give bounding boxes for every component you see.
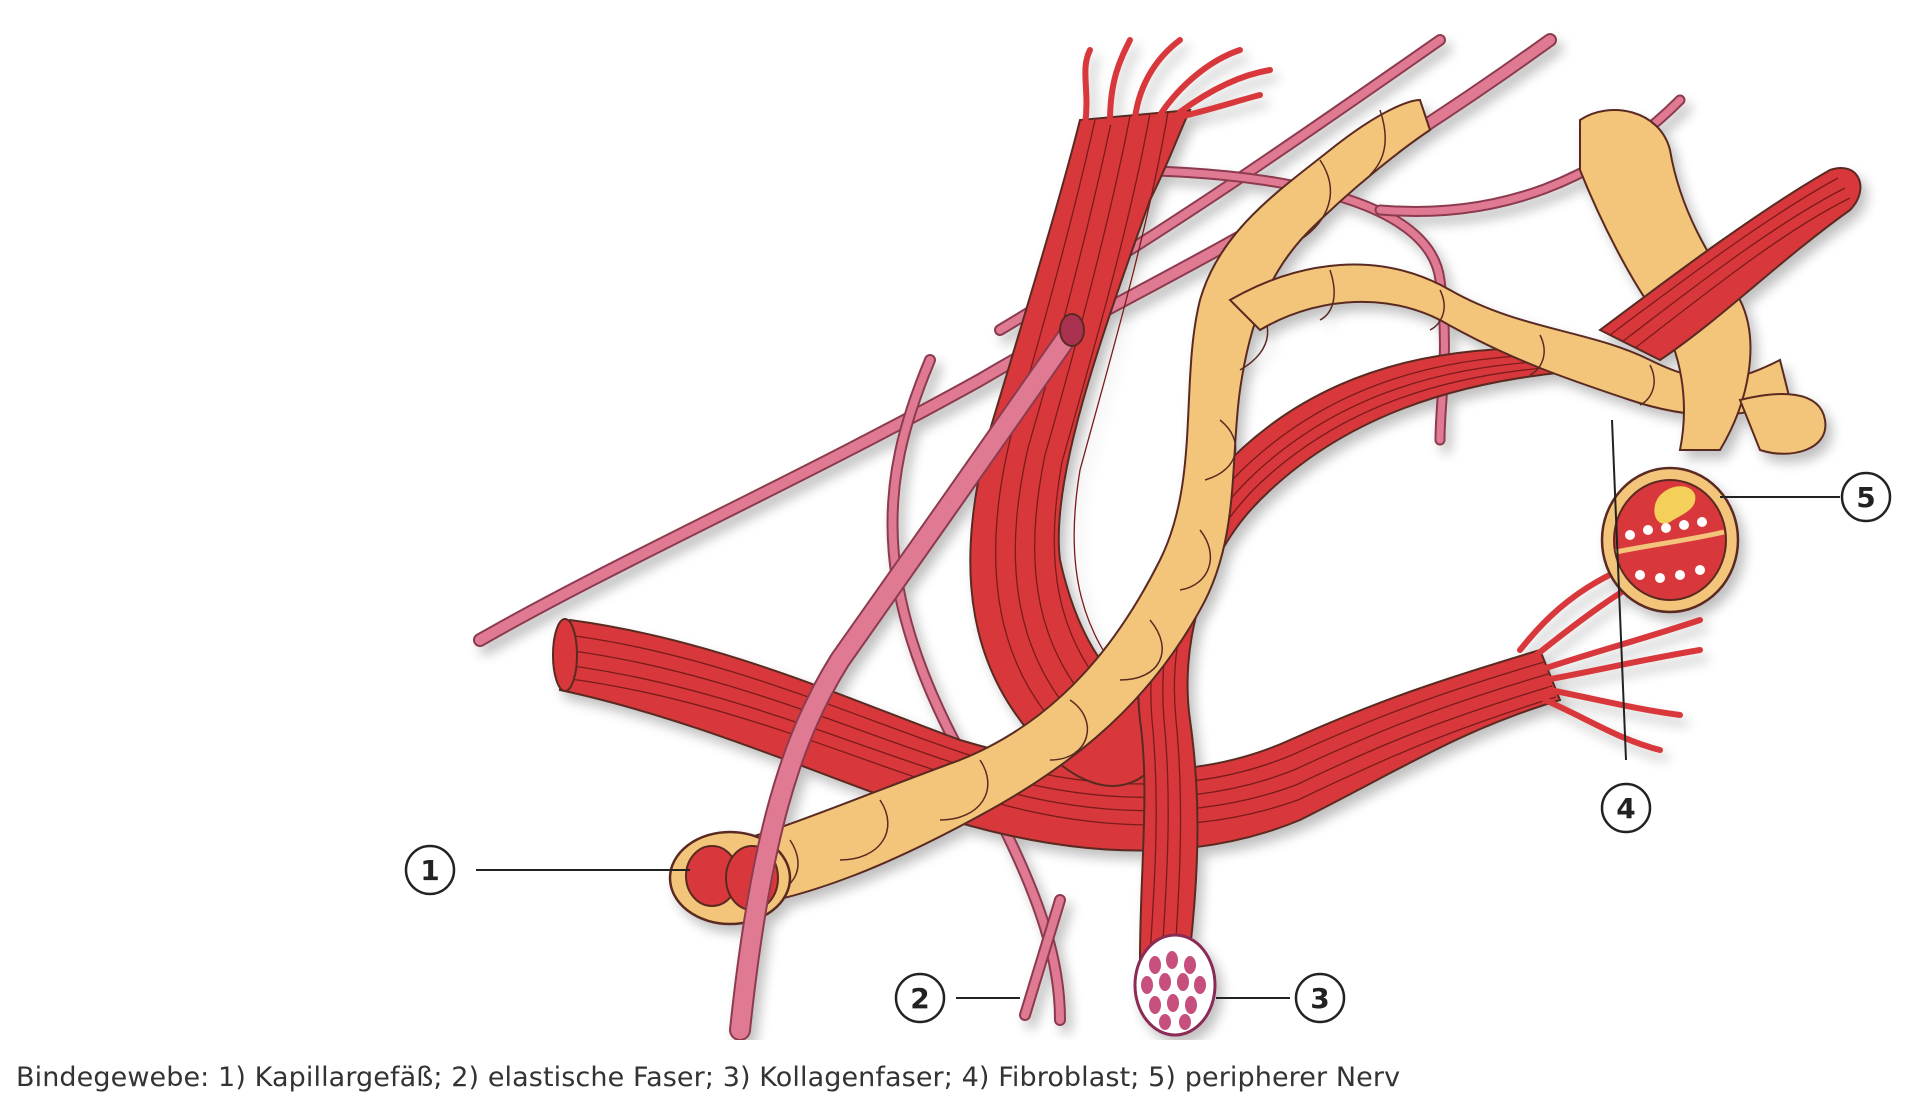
label-3: 3	[1294, 972, 1346, 1024]
collagen-bundle-diagonal	[1133, 347, 1591, 1037]
label-4: 4	[1600, 782, 1652, 834]
collagen-cross-section	[1133, 933, 1217, 1037]
elastic-fiber-front	[729, 313, 1085, 1040]
svg-text:4: 4	[1616, 792, 1635, 825]
svg-text:5: 5	[1856, 481, 1875, 514]
peripheral-nerve-cross-section	[1600, 466, 1740, 614]
label-5: 5	[1840, 471, 1892, 523]
collagen-bundle-upper-right	[1598, 167, 1862, 362]
svg-text:2: 2	[910, 982, 929, 1015]
svg-text:3: 3	[1310, 982, 1329, 1015]
figure-caption: Bindegewebe: 1) Kapillargefäß; 2) elasti…	[16, 1062, 1401, 1093]
svg-text:1: 1	[420, 854, 439, 887]
leader-lines	[476, 419, 1840, 999]
connective-tissue-diagram: 1 2 3 4 5	[404, 33, 1892, 1040]
fibroblast-chain	[698, 98, 1827, 912]
label-1: 1	[404, 844, 456, 896]
label-2: 2	[894, 972, 946, 1024]
